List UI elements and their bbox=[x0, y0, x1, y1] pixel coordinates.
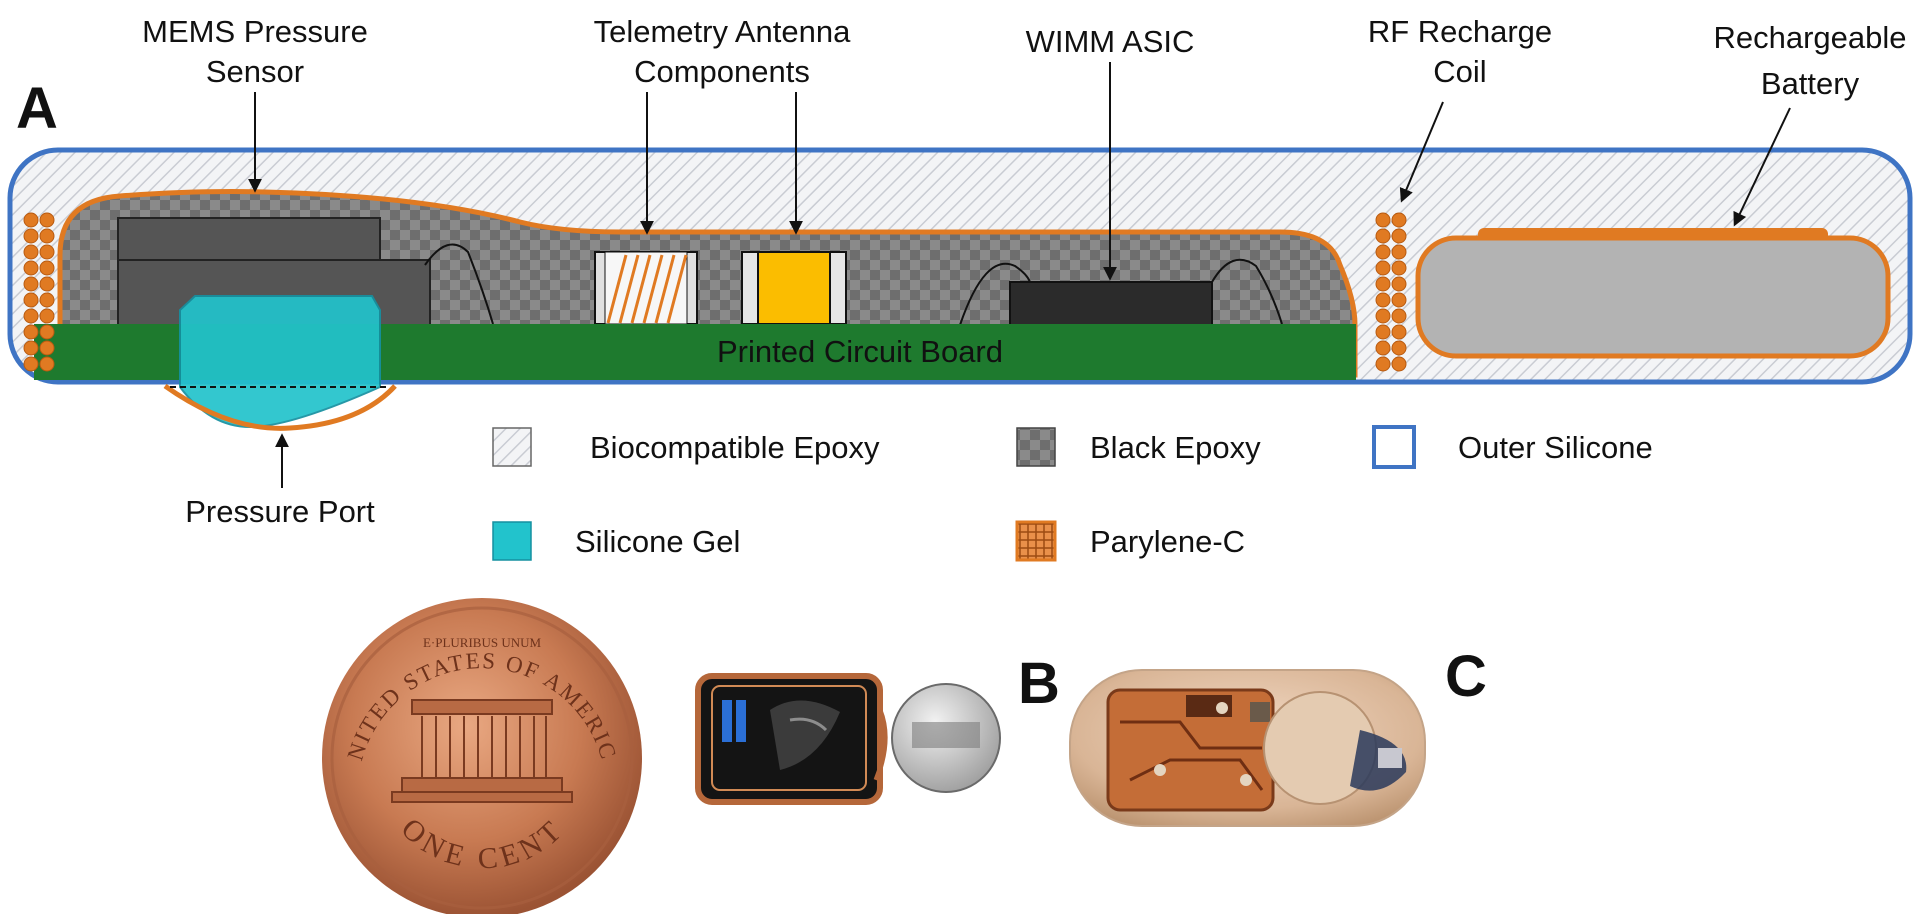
wire-bond bbox=[424, 243, 494, 325]
panel-c-photo: C bbox=[1069, 644, 1487, 827]
silicone-gel-port bbox=[179, 295, 381, 429]
svg-text:Black Epoxy: Black Epoxy bbox=[1090, 430, 1261, 465]
cross-section-diagram: Printed Circuit Board bbox=[7, 14, 1913, 529]
asic-chip bbox=[1009, 281, 1213, 326]
telemetry-label-2: Components bbox=[634, 54, 810, 89]
pressure-port-label: Pressure Port bbox=[185, 494, 375, 529]
telemetry-label: Telemetry Antenna bbox=[594, 14, 852, 49]
panel-c-label: C bbox=[1445, 644, 1487, 709]
panel-b-label: B bbox=[1018, 651, 1060, 716]
rf-label: RF Recharge bbox=[1368, 14, 1552, 49]
legend-item-bio-epoxy: Biocompatible Epoxy bbox=[492, 427, 880, 467]
pressure-port-membrane bbox=[163, 383, 397, 431]
svg-text:E·PLURIBUS UNUM: E·PLURIBUS UNUM bbox=[423, 635, 542, 650]
svg-text:Outer Silicone: Outer Silicone bbox=[1458, 430, 1653, 465]
rf-recharge-coil bbox=[1375, 212, 1407, 372]
rf-label-2: Coil bbox=[1433, 54, 1486, 89]
legend: Biocompatible Epoxy Black Epoxy Outer Si… bbox=[492, 425, 1653, 562]
panel-a-label: A bbox=[16, 76, 58, 141]
svg-text:Parylene-C: Parylene-C bbox=[1090, 524, 1245, 559]
penny-coin: UNITED STATES OF AMERICA E·PLURIBUS UNUM… bbox=[0, 0, 642, 914]
legend-item-black-epoxy: Black Epoxy bbox=[1016, 427, 1261, 467]
mems-label: MEMS Pressure bbox=[142, 14, 368, 49]
telemetry-coil bbox=[594, 251, 698, 325]
legend-item-silicone-gel: Silicone Gel bbox=[492, 521, 740, 561]
wire-bond bbox=[1211, 258, 1283, 325]
rf-coil-arrow bbox=[1399, 101, 1444, 203]
legend-item-parylene: Parylene-C bbox=[1015, 520, 1245, 562]
memorial-building bbox=[391, 699, 573, 803]
svg-text:Silicone Gel: Silicone Gel bbox=[575, 524, 740, 559]
pcb-label: Printed Circuit Board bbox=[717, 334, 1003, 369]
encapsulated-pcb bbox=[1106, 688, 1275, 812]
asic-label: WIMM ASIC bbox=[1026, 24, 1195, 59]
wire-bond bbox=[959, 262, 1031, 326]
parylene-dots-left bbox=[23, 212, 55, 372]
mems-sensor-top bbox=[117, 217, 381, 261]
svg-text:Biocompatible Epoxy: Biocompatible Epoxy bbox=[590, 430, 880, 465]
battery-label-2: Battery bbox=[1761, 66, 1860, 101]
mems-label-2: Sensor bbox=[206, 54, 304, 89]
battery-label: Rechargeable bbox=[1713, 20, 1906, 55]
rechargeable-battery bbox=[1415, 228, 1891, 359]
battery-arrow bbox=[1733, 107, 1791, 227]
antenna-capacitor bbox=[741, 251, 847, 325]
legend-item-outer-silicone: Outer Silicone bbox=[1372, 425, 1653, 469]
device-electronics-photo bbox=[695, 673, 1001, 805]
